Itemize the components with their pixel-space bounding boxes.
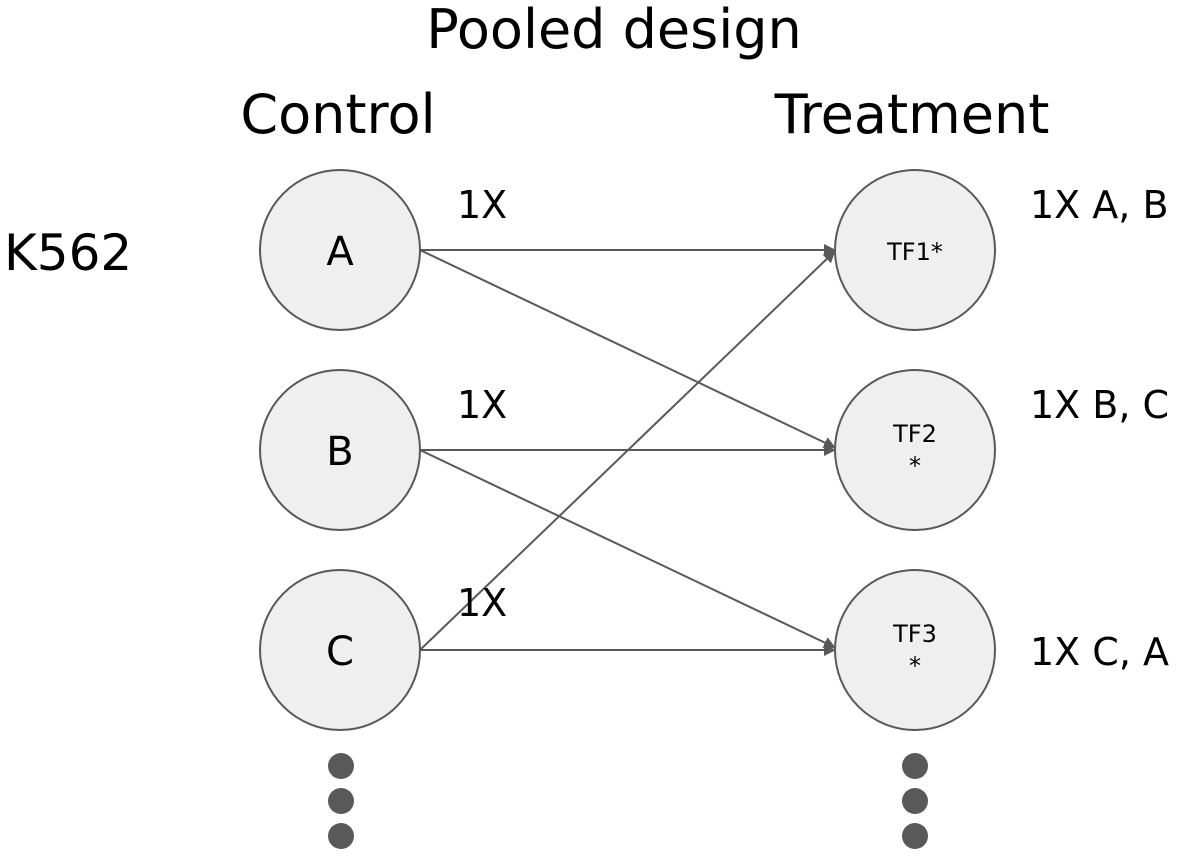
right-label-tf3: 1X C, A [1030,630,1169,674]
treatment-column-header: Treatment [774,83,1050,146]
treatment-node-tf3-mark: * [909,652,921,680]
treatment-node-tf3-label: TF3 [892,620,937,648]
edge-label-c: 1X [457,581,507,625]
control-node-b: B [259,369,421,531]
treatment-ellipsis-dots [902,753,928,849]
right-label-tf1: 1X A, B [1030,183,1169,227]
right-label-tf2: 1X B, C [1030,383,1169,427]
treatment-node-tf2: TF2 * [834,369,996,531]
cell-line-label: K562 [4,224,132,282]
control-node-a: A [259,169,421,331]
edge-c-to-tf1 [419,250,836,651]
treatment-node-tf3: TF3 * [834,569,996,731]
edge-b-to-tf3 [419,449,836,649]
treatment-node-tf1-label: TF1* [886,238,943,266]
edge-label-a: 1X [457,183,507,227]
control-node-a-label: A [326,229,354,275]
control-ellipsis-dots [328,753,354,849]
control-node-c-label: C [326,629,354,675]
edge-a-to-tf2 [419,249,836,449]
treatment-node-tf2-mark: * [909,452,921,480]
diagram-title: Pooled design [426,0,802,61]
control-node-b-label: B [326,429,353,475]
treatment-node-tf2-label: TF2 [892,420,937,448]
treatment-node-tf1: TF1* [834,169,996,331]
control-node-c: C [259,569,421,731]
edge-label-b: 1X [457,383,507,427]
control-column-header: Control [240,83,435,146]
